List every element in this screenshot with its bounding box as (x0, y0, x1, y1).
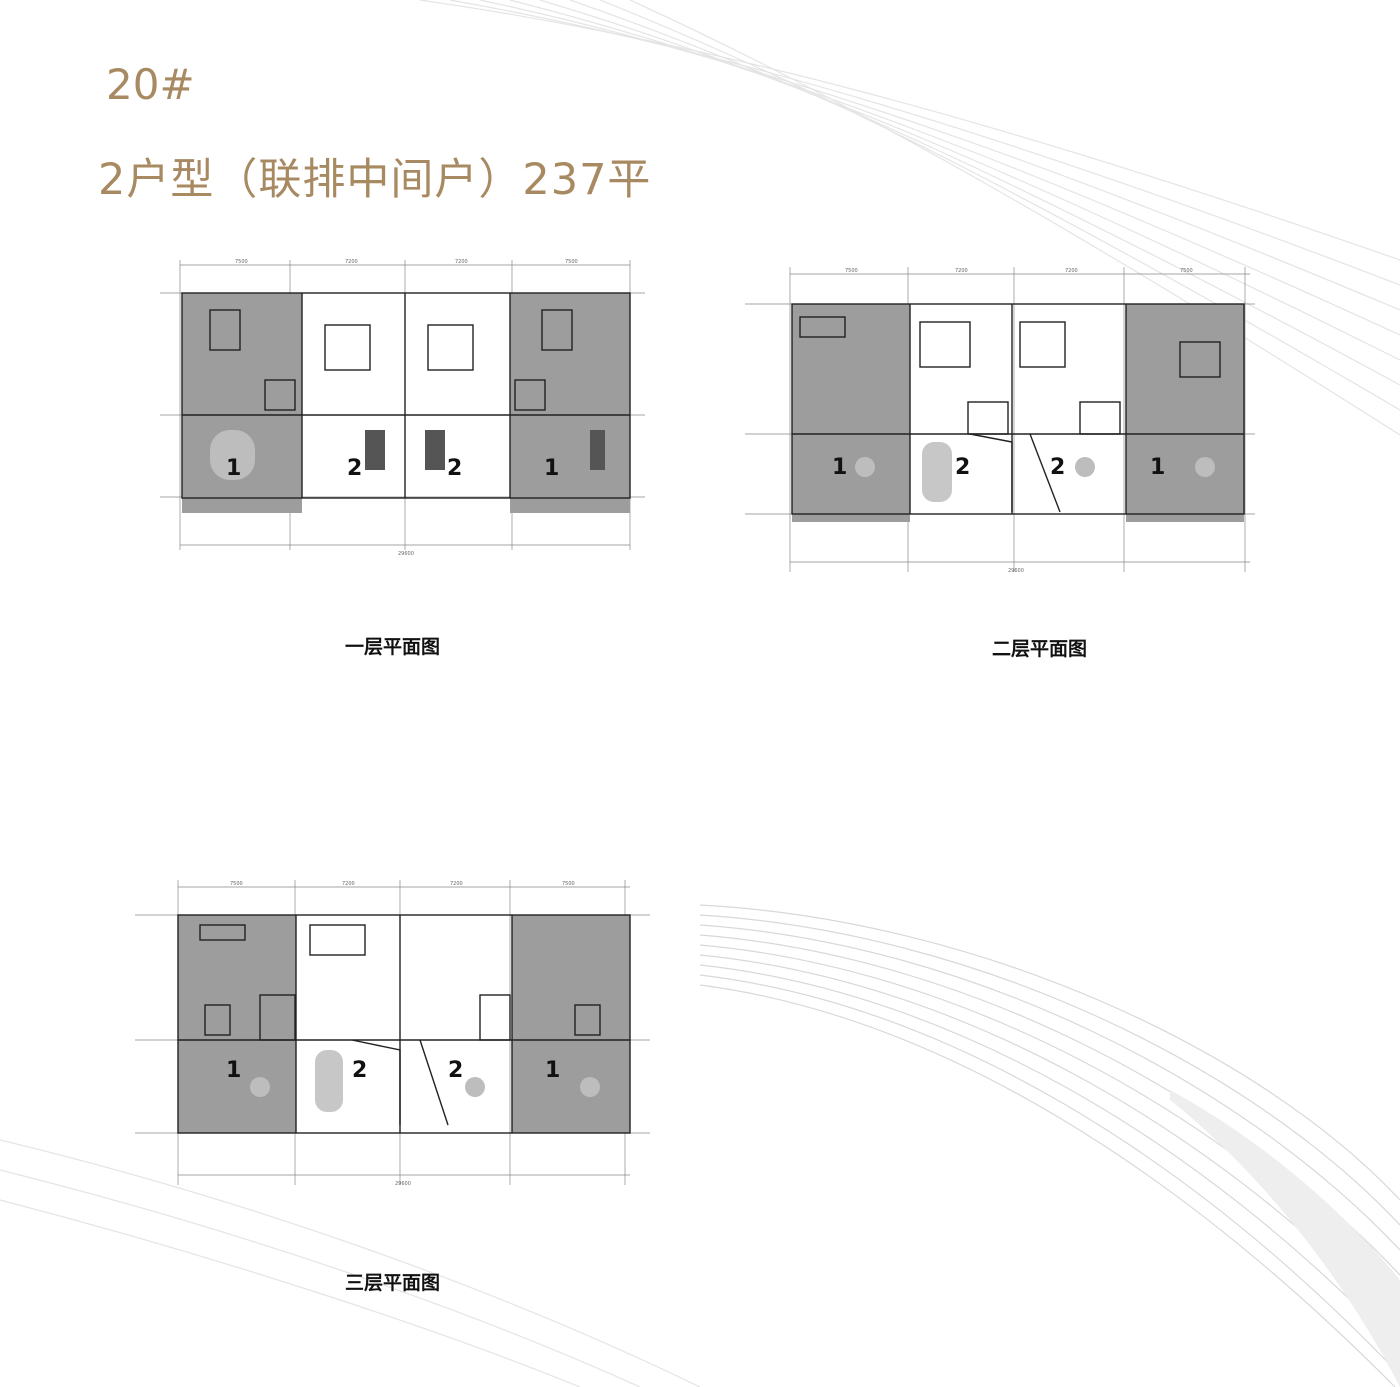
floor-plan-1-caption: 一层平面图 (345, 636, 441, 658)
dim-top-3: 7200 (450, 881, 463, 887)
unit-label-4: 1 (545, 1058, 560, 1083)
unit-label-1: 1 (226, 1058, 241, 1083)
unit-label-4: 1 (1150, 455, 1165, 480)
unit-label-2: 2 (347, 456, 362, 481)
dim-top-1: 7500 (845, 268, 858, 274)
dim-top-2: 7200 (342, 881, 355, 887)
floor-plan-1-drawing: 7500 7200 7200 7500 29600 1 2 2 1 (160, 259, 645, 557)
dim-top-4: 7500 (562, 881, 575, 887)
unit-label-3: 2 (447, 456, 462, 481)
unit-label-3: 2 (1050, 455, 1065, 480)
floor-plan-1: 7500 7200 7200 7500 29600 1 2 2 1 (150, 255, 650, 565)
dim-top-2: 7200 (345, 259, 358, 265)
dim-top-1: 7500 (230, 881, 243, 887)
floor-plan-2: 7500 7200 7200 7500 29600 1 2 2 1 (740, 262, 1260, 582)
unit-label-2: 2 (352, 1058, 367, 1083)
floor-plan-3-caption: 三层平面图 (345, 1272, 441, 1294)
unit-label-4: 1 (544, 456, 559, 481)
dim-top-4: 7500 (565, 259, 578, 265)
unit-label-1: 1 (832, 455, 847, 480)
floor-plan-2-drawing: 7500 7200 7200 7500 29600 1 2 2 1 (745, 267, 1255, 574)
dim-top-1: 7500 (235, 259, 248, 265)
unit-label-3: 2 (448, 1058, 463, 1083)
unit-label-2: 2 (955, 455, 970, 480)
unit-label-1: 1 (226, 456, 241, 481)
floor-plan-3: 7500 7200 7200 7500 29600 1 2 2 1 (130, 875, 660, 1195)
dim-top-2: 7200 (955, 268, 968, 274)
dim-total: 29600 (1008, 568, 1024, 574)
dim-top-3: 7200 (455, 259, 468, 265)
dim-top-4: 7500 (1180, 268, 1193, 274)
dim-top-3: 7200 (1065, 268, 1078, 274)
floor-plan-3-drawing: 7500 7200 7200 7500 29600 1 2 2 1 (135, 880, 650, 1187)
dim-total: 29600 (398, 551, 414, 557)
unit-type-title: 2户型（联排中间户）237平 (98, 155, 652, 205)
building-number: 20# (106, 60, 195, 109)
floor-plan-2-caption: 二层平面图 (992, 638, 1088, 660)
dim-total: 29600 (395, 1181, 411, 1187)
